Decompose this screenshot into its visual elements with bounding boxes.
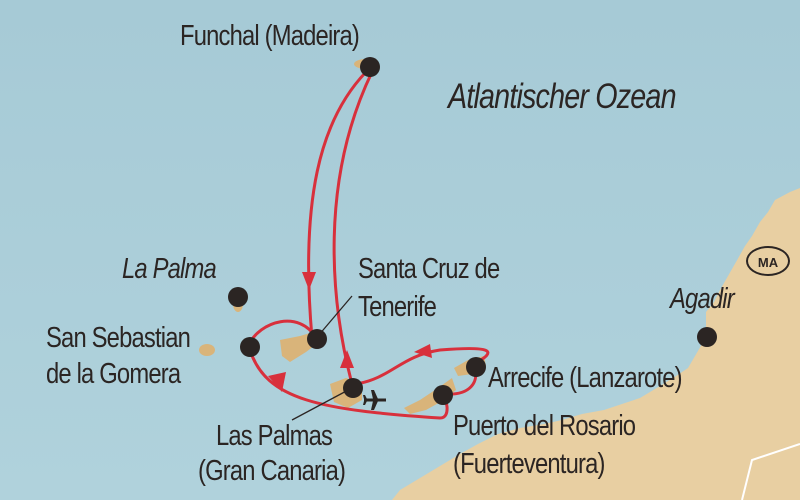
- country-badge-morocco: MA: [746, 246, 790, 276]
- label-la-palma: La Palma: [122, 253, 217, 285]
- route-lines: [246, 70, 490, 420]
- label-santa-cruz-1: Santa Cruz de: [358, 253, 500, 285]
- label-san-sebastian-1: San Sebastian: [46, 322, 191, 354]
- label-ocean: Atlantischer Ozean: [448, 77, 677, 116]
- leader-line-tenerife: [317, 295, 353, 337]
- route-arrows: [268, 272, 432, 392]
- leader-line-las-palmas: [291, 387, 353, 421]
- label-san-sebastian-2: de la Gomera: [46, 358, 181, 390]
- label-puerto-del-rosario-2: (Fuerteventura): [453, 448, 605, 480]
- label-las-palmas-2: (Gran Canaria): [198, 455, 346, 487]
- port-markers: [228, 57, 717, 405]
- label-agadir: Agadir: [670, 283, 735, 315]
- airplane-icon: [363, 390, 386, 410]
- island-la-gomera: [199, 344, 215, 356]
- label-santa-cruz-2: Tenerife: [358, 291, 437, 323]
- border-line: [741, 443, 800, 500]
- label-arrecife: Arrecife (Lanzarote): [488, 362, 683, 394]
- label-puerto-del-rosario-1: Puerto del Rosario: [453, 410, 636, 442]
- africa-mainland: [392, 188, 800, 500]
- label-las-palmas-1: Las Palmas: [216, 420, 333, 452]
- label-funchal: Funchal (Madeira): [180, 20, 360, 52]
